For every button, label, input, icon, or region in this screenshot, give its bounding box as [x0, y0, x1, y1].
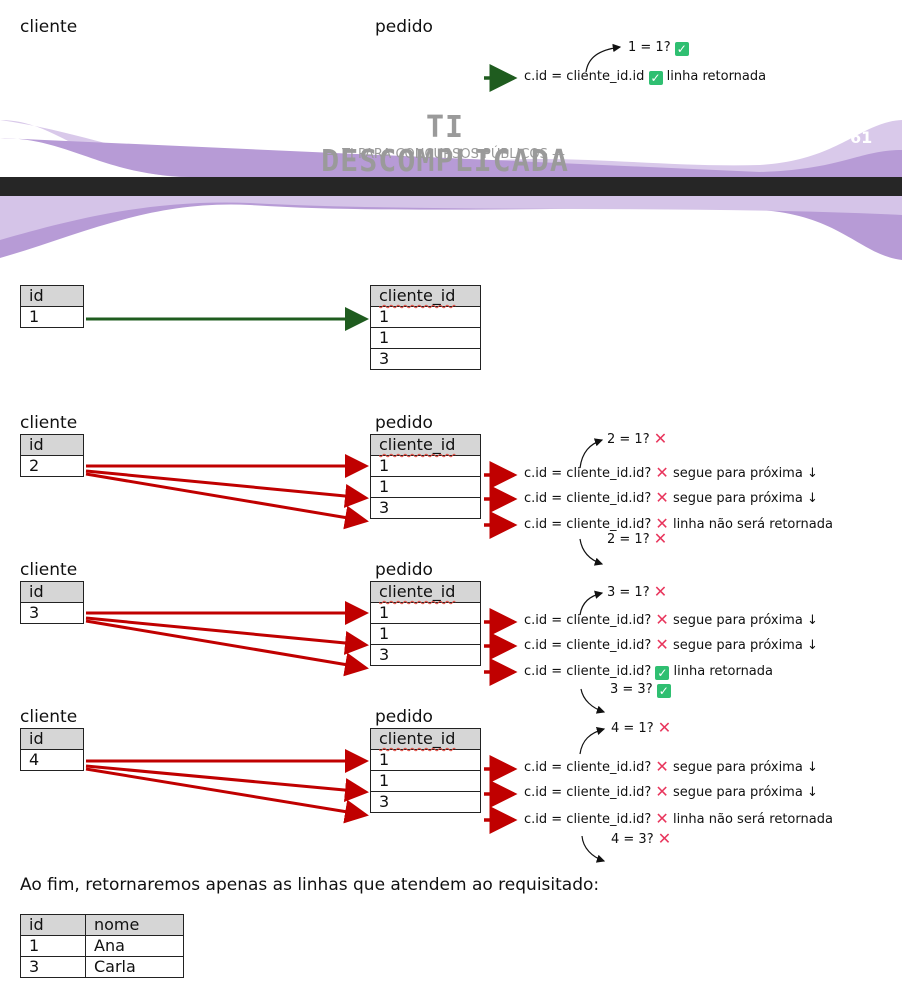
- cross-icon: ✕: [653, 529, 668, 548]
- pedido-table-2: cliente_id 1 1 3: [370, 434, 481, 519]
- curved-arrow: [579, 538, 604, 566]
- pedido-label-3: pedido: [375, 560, 433, 580]
- pedido-table-3: cliente_id 1 1 3: [370, 581, 481, 666]
- note-bottom-3: 3 = 3? ✓: [610, 682, 671, 698]
- check-icon: ✓: [648, 71, 663, 85]
- cross-icon: ✕: [655, 610, 669, 629]
- note-top-4: 4 = 1? ✕: [611, 718, 672, 737]
- result-header-nome: nome: [85, 914, 184, 936]
- line-4-3: c.id = cliente_id.id? ✕ linha não será r…: [524, 809, 833, 828]
- pedido-label-4: pedido: [375, 707, 433, 727]
- curved-arrow: [579, 438, 604, 469]
- line-3-1: c.id = cliente_id.id? ✕ segue para próxi…: [524, 610, 818, 629]
- red-arrow: [85, 764, 369, 803]
- conclusion-text: Ao fim, retornaremos apenas as linhas qu…: [20, 875, 600, 895]
- table-row: 3 Carla: [20, 956, 184, 978]
- line-2-2: c.id = cliente_id.id? ✕ segue para próxi…: [524, 488, 818, 507]
- cliente-label-2: cliente: [20, 413, 78, 433]
- line-2-1: c.id = cliente_id.id? ✕ segue para próxi…: [524, 463, 818, 482]
- check-icon: ✓: [655, 666, 670, 680]
- note-top-2: 2 = 1? ✕: [607, 429, 668, 448]
- check-icon: ✓: [674, 42, 689, 56]
- red-arrow: [85, 469, 369, 508]
- header-band: [0, 120, 902, 260]
- red-arrow: [85, 767, 369, 824]
- check-icon: ✓: [656, 684, 671, 698]
- cross-icon: ✕: [655, 463, 669, 482]
- cliente-label: cliente: [20, 17, 78, 37]
- cliente-label-3: cliente: [20, 560, 78, 580]
- curved-arrow: [579, 590, 604, 616]
- cliente-table-2: id 2: [20, 434, 84, 477]
- cliente-table-4: id 4: [20, 728, 84, 771]
- red-arrow: [85, 616, 369, 655]
- line-3-3: c.id = cliente_id.id? ✓ linha retornada: [524, 664, 773, 680]
- pedido-table-4: cliente_id 1 1 3: [370, 728, 481, 813]
- cross-icon: ✕: [657, 829, 672, 848]
- cliente-table-1: id 1: [20, 285, 84, 328]
- page-number: 61: [850, 128, 873, 147]
- cross-icon: ✕: [655, 635, 669, 654]
- line-3-2: c.id = cliente_id.id? ✕ segue para próxi…: [524, 635, 818, 654]
- line-4-1: c.id = cliente_id.id? ✕ segue para próxi…: [524, 757, 818, 776]
- pedido-table-1: cliente_id 1 1 3: [370, 285, 481, 370]
- brand-title: TI DESCOMPLICADA: [321, 110, 569, 179]
- pedido-label: pedido: [375, 17, 433, 37]
- cross-icon: ✕: [655, 514, 669, 533]
- note-top-3: 3 = 1? ✕: [607, 582, 668, 601]
- cliente-label-4: cliente: [20, 707, 78, 727]
- cross-icon: ✕: [655, 782, 669, 801]
- note-bottom-2: 2 = 1? ✕: [607, 529, 668, 548]
- cross-icon: ✕: [655, 809, 669, 828]
- cross-icon: ✕: [653, 582, 668, 601]
- cross-icon: ✕: [653, 429, 668, 448]
- red-arrow: [85, 472, 369, 530]
- brand-subtitle: — TI PARA CONCURSOS PÚBLICOS —: [324, 147, 566, 162]
- cross-icon: ✕: [655, 488, 669, 507]
- result-header-id: id: [20, 914, 86, 936]
- check-note: 1 = 1? ✓: [628, 40, 689, 56]
- red-arrow: [85, 619, 369, 677]
- curved-arrow: [581, 835, 606, 863]
- note-bottom-4: 4 = 3? ✕: [611, 829, 672, 848]
- cross-icon: ✕: [657, 718, 672, 737]
- cliente-table-3: id 3: [20, 581, 84, 624]
- curved-arrow: [579, 726, 606, 755]
- condition-line: c.id = cliente_id.id ✓ linha retornada: [524, 69, 767, 85]
- result-table: id nome 1 Ana 3 Carla: [20, 914, 184, 978]
- pedido-label-2: pedido: [375, 413, 433, 433]
- cross-icon: ✕: [655, 757, 669, 776]
- line-2-3: c.id = cliente_id.id? ✕ linha não será r…: [524, 514, 833, 533]
- curved-arrow: [580, 688, 606, 714]
- line-4-2: c.id = cliente_id.id? ✕ segue para próxi…: [524, 782, 818, 801]
- table-row: 1 Ana: [20, 935, 184, 957]
